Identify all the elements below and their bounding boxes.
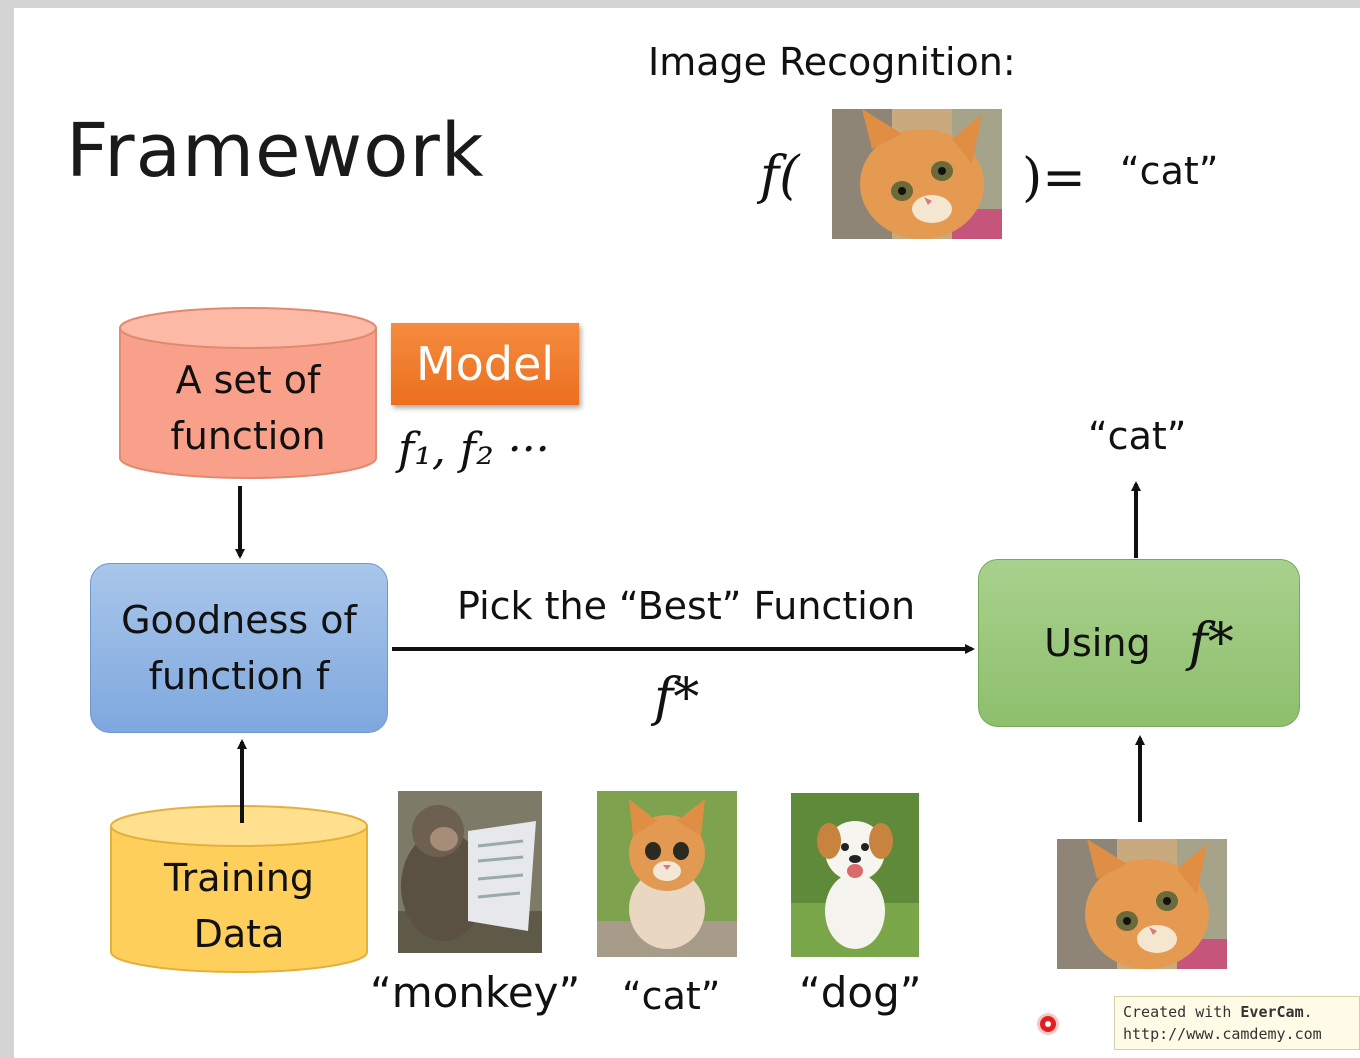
sample-label-dog: “dog” [799, 968, 922, 1017]
output-label: “cat” [1088, 414, 1187, 458]
goodness-box: Goodness of function f [90, 563, 388, 733]
function-set-cylinder [119, 307, 377, 479]
watermark-prefix: Created with [1123, 1003, 1241, 1021]
recognition-cat-photo [832, 109, 1002, 239]
pick-best-label: Pick the “Best” Function [457, 584, 916, 628]
slide-title: Framework [66, 108, 485, 194]
arrows-layer [235, 481, 1145, 823]
cat-photo-icon [832, 109, 1002, 239]
evercam-watermark: Created with EverCam. http://www.camdemy… [1114, 996, 1360, 1050]
sample-monkey-photo [398, 791, 542, 953]
sample-label-cat: “cat” [622, 974, 721, 1018]
recording-indicator-icon [1040, 1016, 1056, 1032]
pick-fstar: f* [654, 668, 700, 728]
function-list: f₁, f₂ ··· [398, 424, 550, 475]
training-line1: Training [164, 856, 314, 900]
using-box: Using f* [978, 559, 1300, 727]
puppy-photo-icon [791, 793, 919, 957]
goodness-line1: Goodness of [121, 598, 357, 642]
function-set-line1: A set of [175, 358, 321, 402]
goodness-line2: function f [148, 654, 330, 698]
watermark-brand: EverCam [1240, 1003, 1304, 1021]
function-set-label: A set of function [120, 348, 376, 468]
watermark-suffix: . [1303, 1003, 1313, 1021]
training-data-cylinder [110, 805, 368, 973]
using-fstar: f* [1188, 613, 1234, 673]
sample-dog-photo [791, 793, 919, 957]
recognition-func-open: f( [760, 146, 800, 206]
slide: Framework Image Recognition: f( )= “cat”… [14, 8, 1360, 1058]
monkey-photo-icon [398, 791, 542, 953]
training-line2: Data [193, 912, 285, 956]
model-tag: Model [391, 323, 579, 405]
watermark-url[interactable]: http://www.camdemy.com [1123, 1025, 1322, 1043]
kitten-photo-icon [597, 791, 737, 957]
recognition-func-close: )= [1022, 148, 1086, 208]
recognition-output: “cat” [1120, 149, 1219, 193]
function-set-line2: function [170, 414, 326, 458]
training-data-label: Training Data [111, 846, 367, 966]
input-cat-photo [1057, 839, 1227, 969]
sample-label-monkey: “monkey” [370, 968, 581, 1017]
using-label: Using [1044, 621, 1151, 665]
cat-photo-icon [1057, 839, 1227, 969]
recognition-heading: Image Recognition: [648, 40, 1016, 84]
sample-cat-photo [597, 791, 737, 957]
